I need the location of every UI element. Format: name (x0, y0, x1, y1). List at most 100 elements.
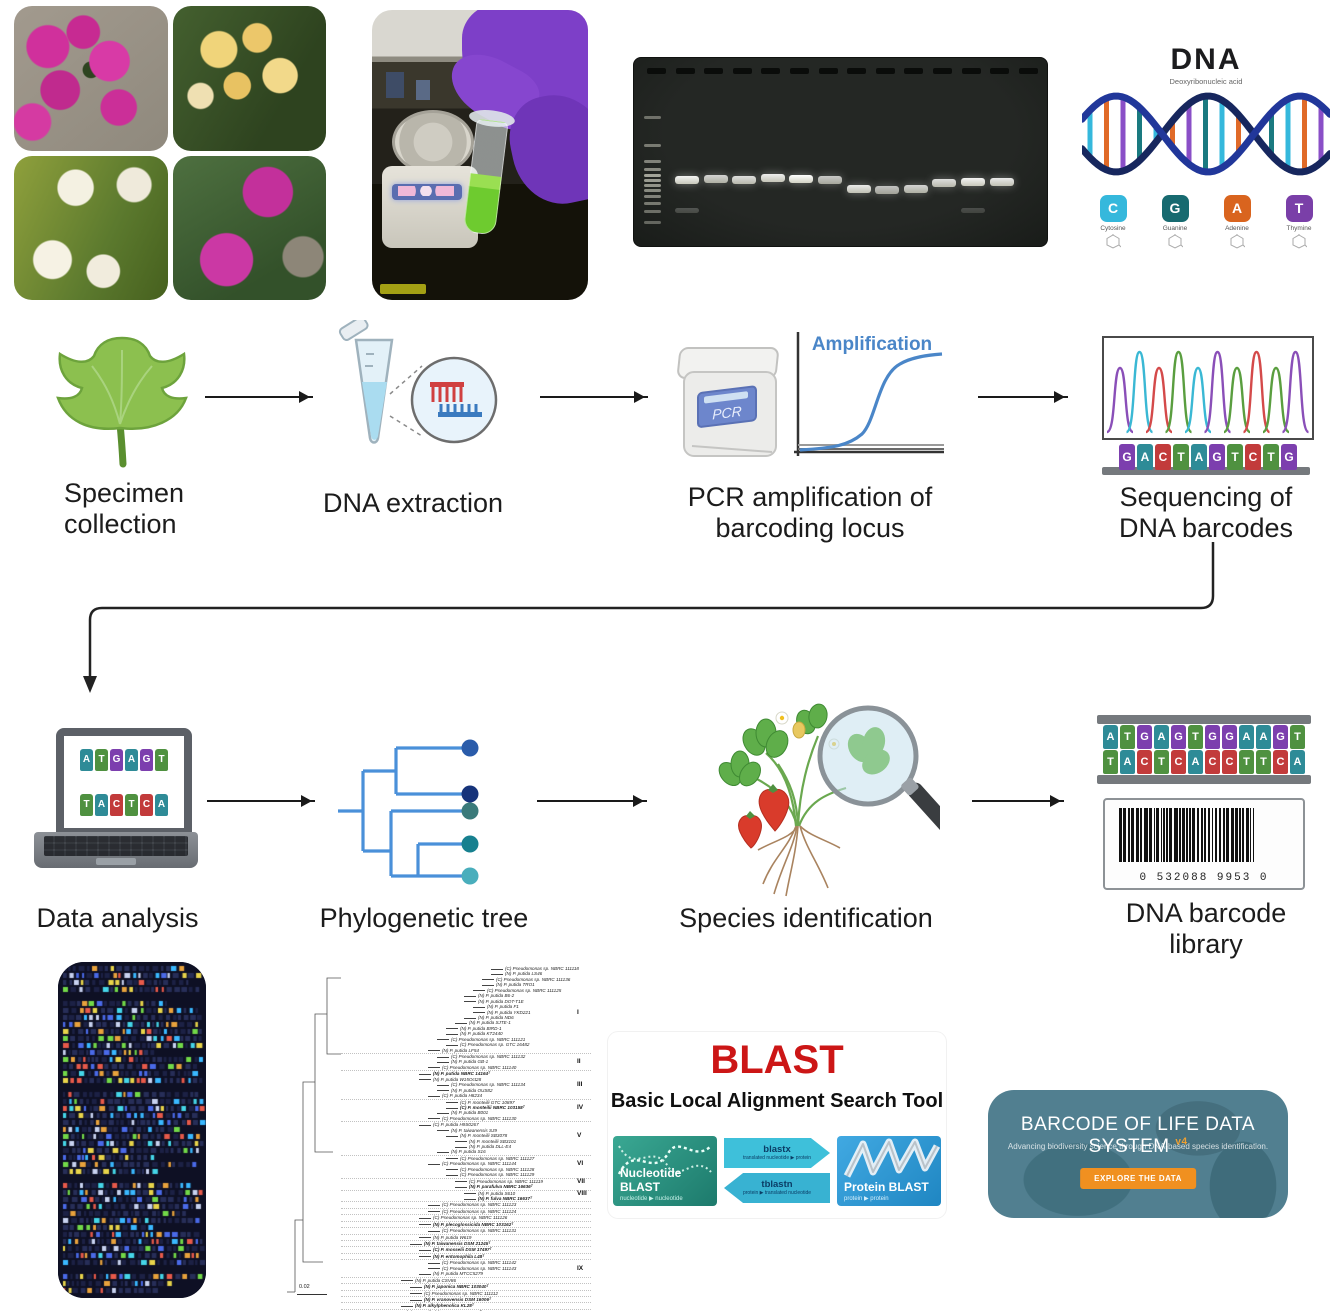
taxon-label: (N) P. monteilii SB3078 (460, 1133, 508, 1139)
taxa-row: (N) P. putida OUS82 (341, 1088, 591, 1093)
lab-bottle (386, 72, 404, 98)
taxon-label: (N) P. taiwanensis DSM 21245ᵀ (424, 1241, 491, 1246)
bold-version: v4 (1175, 1136, 1188, 1148)
taxon-label: (C) Pseudomonas sp. NBRC 111124 (442, 1208, 517, 1214)
barcode-bar (1226, 808, 1229, 862)
clade-numeral: V (577, 1132, 582, 1140)
protein-blast-card[interactable]: Protein BLAST protein ▶ protein (837, 1136, 941, 1206)
taxon-label: (N) P. putida NBRC 14164ᵀ (433, 1071, 490, 1077)
taxon-label: (N) P. entomophila L48ᵀ (433, 1253, 485, 1259)
bougainvillea-photo (14, 6, 168, 151)
base-tile-A: A (1137, 444, 1153, 470)
taxon-label: (N) P. putida W15Oct28 (433, 1076, 482, 1082)
taxa-row: (C) Pseudomonas sp. NBRC 111132 (341, 1053, 591, 1059)
branch-line (401, 1305, 413, 1307)
phylogenetic-tree-icon (338, 739, 479, 885)
dna-squiggle-icon (617, 1145, 712, 1175)
barcode-bar (1119, 808, 1122, 862)
barcode-bar (1242, 808, 1244, 862)
base-tile-T: T (95, 748, 108, 771)
taxon-label: (N) P. putida LS46 (505, 971, 543, 977)
blast-title: BLAST (710, 1038, 844, 1082)
nucleotide-blast-card[interactable]: Nucleotide BLAST nucleotide ▶ nucleotide (613, 1136, 717, 1206)
tblastn-arrow[interactable]: tblastn protein ▶ translated nucleotide (724, 1173, 830, 1203)
taxa-row: (N) P. oryzihabitans NBRC 102199ᵀ (341, 1308, 591, 1311)
barcode-bar (1140, 808, 1142, 862)
band (961, 208, 985, 213)
taxon-label: (N) P. alkylphenolica KL28ᵀ (415, 1303, 474, 1309)
band (903, 185, 928, 193)
taxa-row: (C) Pseudomonas sp. NBRC 111140 (341, 1065, 591, 1070)
taxon-label: (C) Pseudomonas sp. NBRC 111126 (433, 1215, 508, 1221)
taxon-label: (N) P. putida S610 (478, 1190, 516, 1196)
taxon-label: (N) P. putida SJTE-1 (469, 1020, 511, 1026)
base-tile-T: T (1188, 725, 1203, 749)
barcode-bar (1212, 808, 1213, 862)
base-tile-T: T (1239, 750, 1254, 774)
tblastn-caption: protein ▶ translated nucleotide (742, 1190, 812, 1197)
taxon-label: (N) P. putida B001 (451, 1110, 489, 1116)
taxon-label: (C) Pseudomonas sp. NBRC 111140 (442, 1064, 517, 1070)
branch-line (428, 1268, 440, 1270)
taxon-label: (N) P. parafulva NBRC 16636ᵀ (469, 1184, 533, 1190)
branch-line (419, 1250, 431, 1252)
dna-subtitle: Deoxyribonucleic acid (1169, 77, 1243, 86)
scale-bar-label: 0.02 (299, 1284, 310, 1290)
band (675, 176, 699, 184)
branch-line (446, 1033, 458, 1035)
nucleotide-letter: A (1223, 195, 1251, 222)
explore-the-data-button[interactable]: EXPLORE THE DATA (1080, 1168, 1196, 1189)
blast-middle-arrows: blastx translated nucleotide ▶ protein t… (724, 1136, 830, 1206)
base-tile-C: C (1155, 444, 1171, 470)
branch-line (473, 1006, 485, 1008)
branch-line (419, 1273, 431, 1275)
taxa-row: (C) Pseudomonas sp. NBRC 111112 (341, 1289, 591, 1296)
taxa-row: (N) P. plecoglossicida NBRC 103162ᵀ (341, 1220, 591, 1227)
branch-line (491, 968, 503, 970)
blastx-arrow[interactable]: blastx translated nucleotide ▶ protein (724, 1138, 830, 1168)
sequence-base-bar (1102, 467, 1310, 475)
nucleotide-name: Thymine (1286, 225, 1312, 232)
base-tile-T: T (1227, 444, 1243, 470)
barcode-bar (1131, 808, 1134, 862)
chemical-structure-icon (1106, 232, 1122, 249)
clade-numeral: IV (577, 1103, 584, 1111)
band (932, 179, 957, 187)
taxa-row: (N) P. putida B001 (341, 1110, 591, 1115)
taxa-row: (N) P. putida W15Oct28 (341, 1077, 591, 1082)
step-label-species-identification: Species identification (679, 903, 933, 933)
scale-bar (297, 1294, 327, 1295)
branch-line (446, 1028, 458, 1030)
taxon-label: (N) P. putida DOT-T1E (478, 998, 524, 1004)
base-tile-G: G (1205, 725, 1220, 749)
clade-numeral: VII (577, 1177, 585, 1185)
branch-line (464, 1193, 476, 1195)
taxa-row: (C) Pseudomonas sp. NBRC 111131 (341, 1227, 591, 1233)
nucleotide-blast-label: Nucleotide BLAST (620, 1166, 682, 1194)
nucleotide-blast-caption: nucleotide ▶ nucleotide (620, 1196, 683, 1202)
branch-line (446, 1135, 458, 1137)
base-tile-A: A (1188, 750, 1203, 774)
branch-line (410, 1286, 422, 1288)
taxon-label: (C) Pseudomonas sp. NBRC 111142 (442, 1260, 517, 1266)
taxon-label: (N) P. putida LF54 (442, 1047, 479, 1053)
taxa-row: (N) P. japonica NBRC 103040ᵀ (341, 1283, 591, 1289)
bold-system-banner: BARCODE OF LIFE DATA SYSTEM v4 Advancing… (988, 1090, 1288, 1218)
gel-electrophoresis-photo (633, 57, 1048, 247)
barcode-bar (1128, 808, 1130, 862)
base-tile-C: C (1245, 444, 1261, 470)
clade-numeral: II (577, 1058, 581, 1066)
taxa-row: (N) P. putida TRO1 (341, 982, 591, 987)
base-tile-A: A (1120, 750, 1135, 774)
branch-line (437, 1130, 449, 1132)
taxa-row: (N) P. putida W619 (341, 1233, 591, 1240)
taxa-row: (C) Pseudomonas sp. NBRC 111125 (341, 988, 591, 993)
centrifuge-lights (398, 186, 454, 196)
lab-bottle (416, 80, 430, 100)
taxa-row: (N) P. putida F1 (341, 1004, 591, 1009)
